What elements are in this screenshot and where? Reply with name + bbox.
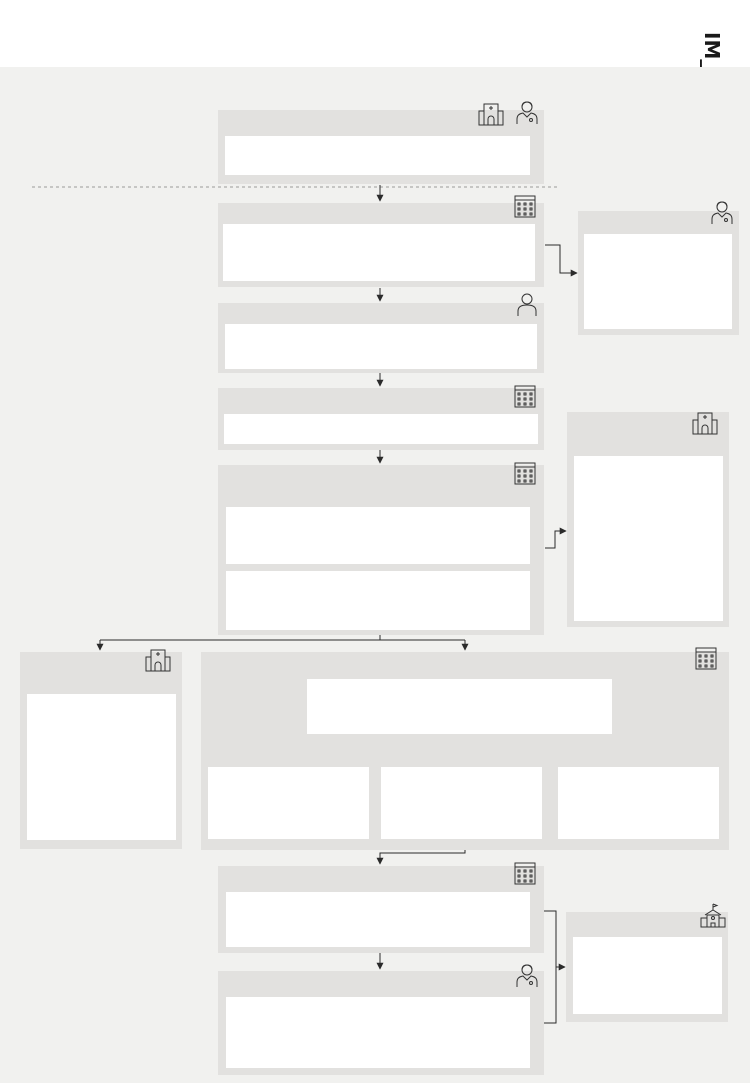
node-2-content <box>223 224 535 281</box>
person-icon <box>514 291 540 317</box>
node-right-hospital <box>567 412 729 627</box>
logo: IM_ <box>700 32 724 70</box>
node-3-content <box>225 324 537 369</box>
doctor-icon <box>514 99 540 125</box>
sub-node-left <box>208 767 369 839</box>
school-icon <box>700 903 726 929</box>
node-1 <box>218 110 544 184</box>
node-1-content <box>225 136 530 175</box>
node-3 <box>218 303 544 373</box>
node-left-hospital <box>20 652 182 849</box>
node-right-doctor <box>578 211 739 335</box>
node-2 <box>218 203 544 287</box>
node-4 <box>218 388 544 450</box>
node-center-large <box>201 652 729 850</box>
node-5 <box>218 465 544 635</box>
node-school <box>566 912 728 1022</box>
office-building-icon <box>512 460 538 486</box>
node-4-content <box>224 414 538 444</box>
hospital-icon <box>692 410 718 436</box>
node-7 <box>218 971 544 1075</box>
doctor-icon <box>709 199 735 225</box>
doctor-icon <box>514 962 540 988</box>
node-6-content <box>226 892 530 947</box>
sub-node-middle <box>381 767 542 839</box>
hospital-icon <box>478 101 504 127</box>
hospital-icon <box>145 647 171 673</box>
office-building-icon <box>512 383 538 409</box>
node-school-content <box>573 937 722 1014</box>
office-building-icon <box>512 193 538 219</box>
office-building-icon <box>512 860 538 886</box>
node-center-top-content <box>307 679 612 734</box>
node-5-content-bottom <box>226 571 530 630</box>
office-building-icon <box>693 645 719 671</box>
node-right-doctor-content <box>584 234 732 329</box>
node-5-content-top <box>226 507 530 564</box>
node-7-content <box>226 997 530 1068</box>
node-left-hospital-content <box>27 694 176 840</box>
node-right-hospital-content <box>574 456 723 621</box>
node-6 <box>218 866 544 953</box>
sub-node-right <box>558 767 719 839</box>
